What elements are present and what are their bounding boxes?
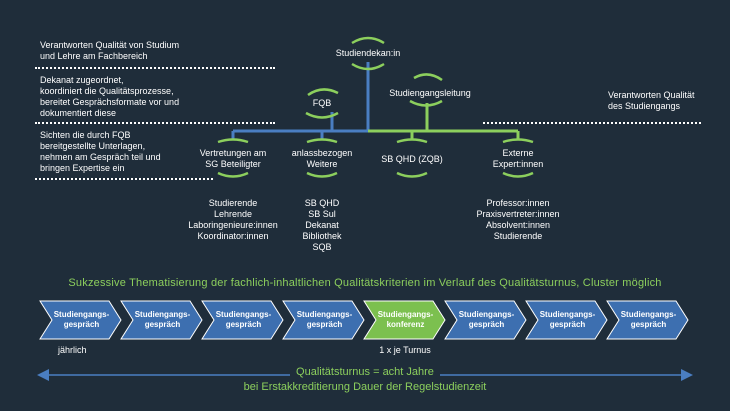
chevron-label: gespräch <box>64 320 100 329</box>
chevron-gespraech <box>201 300 284 340</box>
chevron-label: gespräch <box>631 320 667 329</box>
node-studiengangsleitung: Studiengangsleitung <box>389 88 471 98</box>
chevron-label: konferenz <box>387 320 425 329</box>
node-sb-qhd: SB QHD (ZQB) <box>381 154 443 164</box>
divider <box>35 178 213 180</box>
arc <box>351 62 385 71</box>
chevron-gespraech <box>606 300 689 340</box>
node-studiendekan: Studiendekan:in <box>335 48 401 58</box>
chevron-gespraech <box>525 300 608 340</box>
arc <box>307 88 339 97</box>
chevron-label: Studiengangs- <box>216 310 272 319</box>
qualitaetsturnus-text: Qualitätsturnus = acht Jahre <box>290 366 440 378</box>
label-turnus: 1 x je Turnus <box>379 345 431 355</box>
chevron-label: gespräch <box>550 320 586 329</box>
chevron-label: Studiengangs- <box>621 310 677 319</box>
chevron-label: gespräch <box>307 320 343 329</box>
node-fqb: FQB <box>312 98 332 108</box>
arc <box>351 36 385 45</box>
chevron-label: Studiengangs- <box>540 310 596 319</box>
chevron-label: Studiengangs- <box>54 310 110 319</box>
divider <box>483 122 701 124</box>
chevron-gespraech <box>39 300 122 340</box>
divider <box>35 122 275 124</box>
chevron-label: Studiengangs- <box>459 310 515 319</box>
note-fqb: Dekanat zugeordnet,koordiniert die Quali… <box>40 75 180 118</box>
erstakkreditierung-text: bei Erstakkreditierung Dauer der Regelst… <box>243 381 487 393</box>
chevron-label: gespräch <box>469 320 505 329</box>
divider <box>35 67 275 69</box>
chevron-label: gespräch <box>226 320 262 329</box>
sukzessive-text: Sukzessive Thematisierung der fachlich-i… <box>68 277 662 289</box>
arc <box>305 111 339 119</box>
label-jaehrlich: jährlich <box>58 345 87 355</box>
chevron-gespraech <box>282 300 365 340</box>
chevron-label: Studiengangs- <box>135 310 191 319</box>
chevron-gespraech <box>444 300 527 340</box>
chevron-label: Studiengangs- <box>378 310 434 319</box>
chevron-label: gespräch <box>145 320 181 329</box>
qualitaetsturnus-label: Qualitätsturnus = acht Jahre <box>0 366 730 378</box>
arc <box>413 73 443 82</box>
chevron-label: Studiengangs- <box>297 310 353 319</box>
arc <box>409 99 443 107</box>
chevron-gespraech <box>120 300 203 340</box>
chevron-konferenz <box>363 300 446 340</box>
